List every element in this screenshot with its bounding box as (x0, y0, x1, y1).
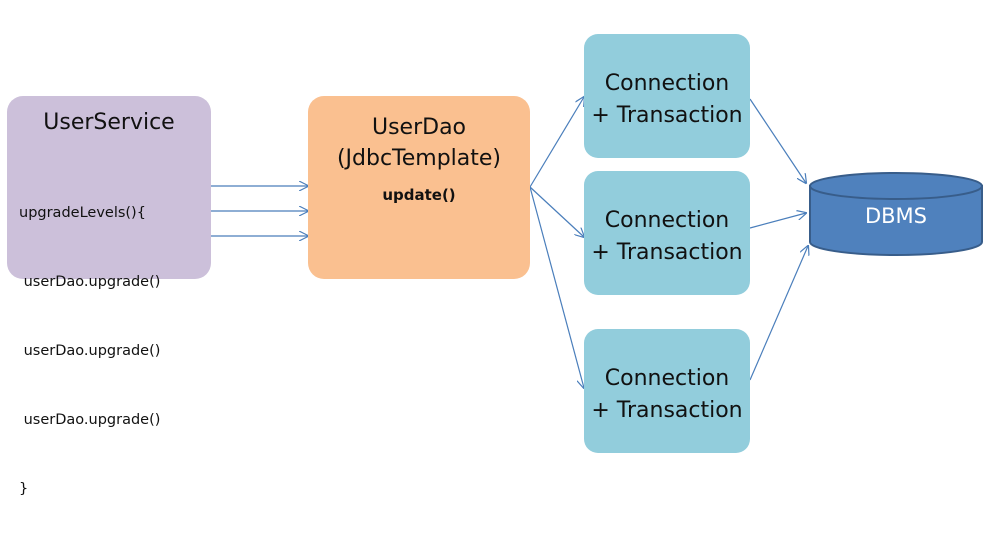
arrow-connection-3-to-dbms (749, 246, 808, 381)
arrow-dao-to-connection-2 (529, 186, 584, 237)
arrow-connection-2-to-dbms (749, 213, 806, 229)
connection-transaction-box-2: Connection + Transaction (584, 171, 750, 295)
transaction-line: + Transaction (591, 240, 743, 265)
arrow-connection-1-to-dbms (749, 98, 806, 183)
connection-line: Connection (604, 208, 730, 233)
update-method-label: update() (382, 186, 456, 204)
user-service-title: UserService (43, 110, 175, 135)
connection-transaction-box-3: Connection + Transaction (584, 329, 750, 453)
connection-transaction-box-1: Connection + Transaction (584, 34, 750, 158)
arrow-dao-to-connection-1 (529, 97, 584, 188)
connection-label: Connection + Transaction (584, 363, 750, 427)
transaction-line: + Transaction (591, 103, 743, 128)
user-dao-title: UserDao (JdbcTemplate) (308, 112, 530, 174)
user-dao-box: UserDao (JdbcTemplate) update() (308, 96, 530, 279)
connection-line: Connection (604, 366, 730, 391)
dbms-label: DBMS (864, 204, 928, 228)
code-line: upgradeLevels(){ (19, 205, 146, 221)
connection-label: Connection + Transaction (584, 68, 750, 132)
connection-label: Connection + Transaction (584, 205, 750, 269)
code-line: } (19, 481, 29, 497)
connector-layer (211, 0, 983, 473)
transaction-line: + Transaction (591, 398, 743, 423)
connection-line: Connection (604, 71, 730, 96)
code-line: userDao.upgrade() (19, 274, 161, 290)
user-dao-title-line: UserDao (371, 115, 467, 140)
user-service-box: UserService upgradeLevels(){ userDao.upg… (7, 96, 211, 497)
dbms-cylinder (809, 172, 983, 256)
upgrade-levels-code: upgradeLevels(){ userDao.upgrade() userD… (19, 156, 160, 547)
user-dao-subtitle-line: (JdbcTemplate) (336, 146, 502, 171)
code-line: userDao.upgrade() (19, 343, 161, 359)
code-line: userDao.upgrade() (19, 412, 161, 428)
arrow-dao-to-connection-3 (529, 186, 584, 388)
